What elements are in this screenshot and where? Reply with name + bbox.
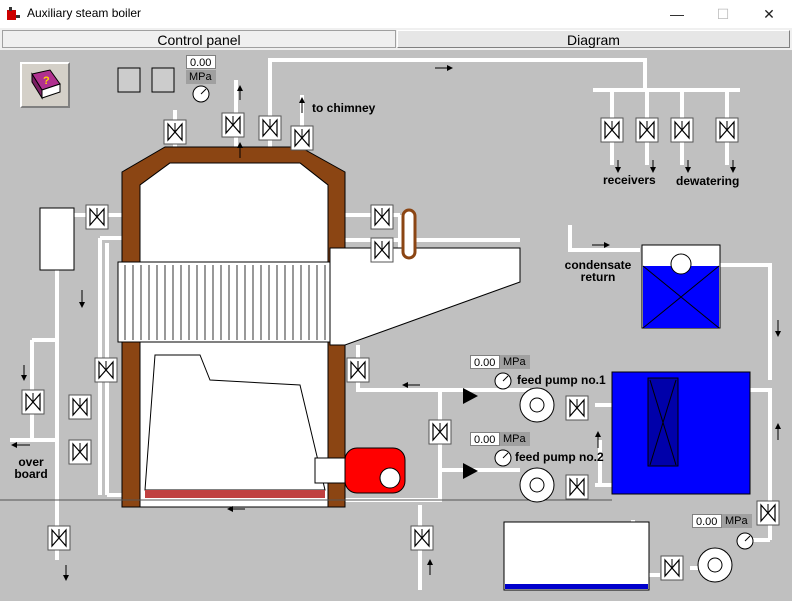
maximize-button[interactable]: ☐ (716, 6, 730, 22)
help-book-icon: ? (31, 69, 61, 100)
pump2-pressure-value: 0.00 (470, 432, 500, 446)
feed-pump-2-label: feed pump no.2 (515, 450, 604, 464)
top-pressure-unit: MPa (186, 70, 216, 84)
window-title: Auxiliary steam boiler (27, 6, 142, 20)
over-board-label: over board (14, 455, 48, 481)
pump1-pressure-value: 0.00 (470, 355, 500, 369)
dewatering-label: dewatering (676, 174, 740, 188)
receivers-label: receivers (603, 173, 656, 187)
close-button[interactable]: ✕ (763, 6, 775, 22)
boiler-app-icon (7, 7, 20, 20)
feed-pump-1-label: feed pump no.1 (517, 373, 606, 387)
condensate-return-label: condensate return (564, 258, 632, 284)
svg-text:?: ? (43, 75, 50, 87)
boiler-diagram (0, 58, 781, 591)
help-button[interactable]: ? (20, 62, 70, 108)
transfer-pressure-value: 0.00 (692, 514, 722, 528)
minimize-button[interactable]: — (670, 6, 684, 22)
tab-diagram[interactable]: Diagram (397, 30, 790, 48)
pump2-pressure-unit: MPa (500, 432, 530, 446)
tab-bar: Control panel Diagram (0, 28, 792, 50)
transfer-pressure-unit: MPa (722, 514, 752, 528)
top-pressure-value: 0.00 (186, 55, 216, 69)
pump1-pressure-unit: MPa (500, 355, 530, 369)
title-bar: Auxiliary steam boiler — ☐ ✕ (0, 0, 792, 28)
to-chimney-label: to chimney (312, 101, 376, 115)
tab-control-panel[interactable]: Control panel (2, 30, 396, 48)
